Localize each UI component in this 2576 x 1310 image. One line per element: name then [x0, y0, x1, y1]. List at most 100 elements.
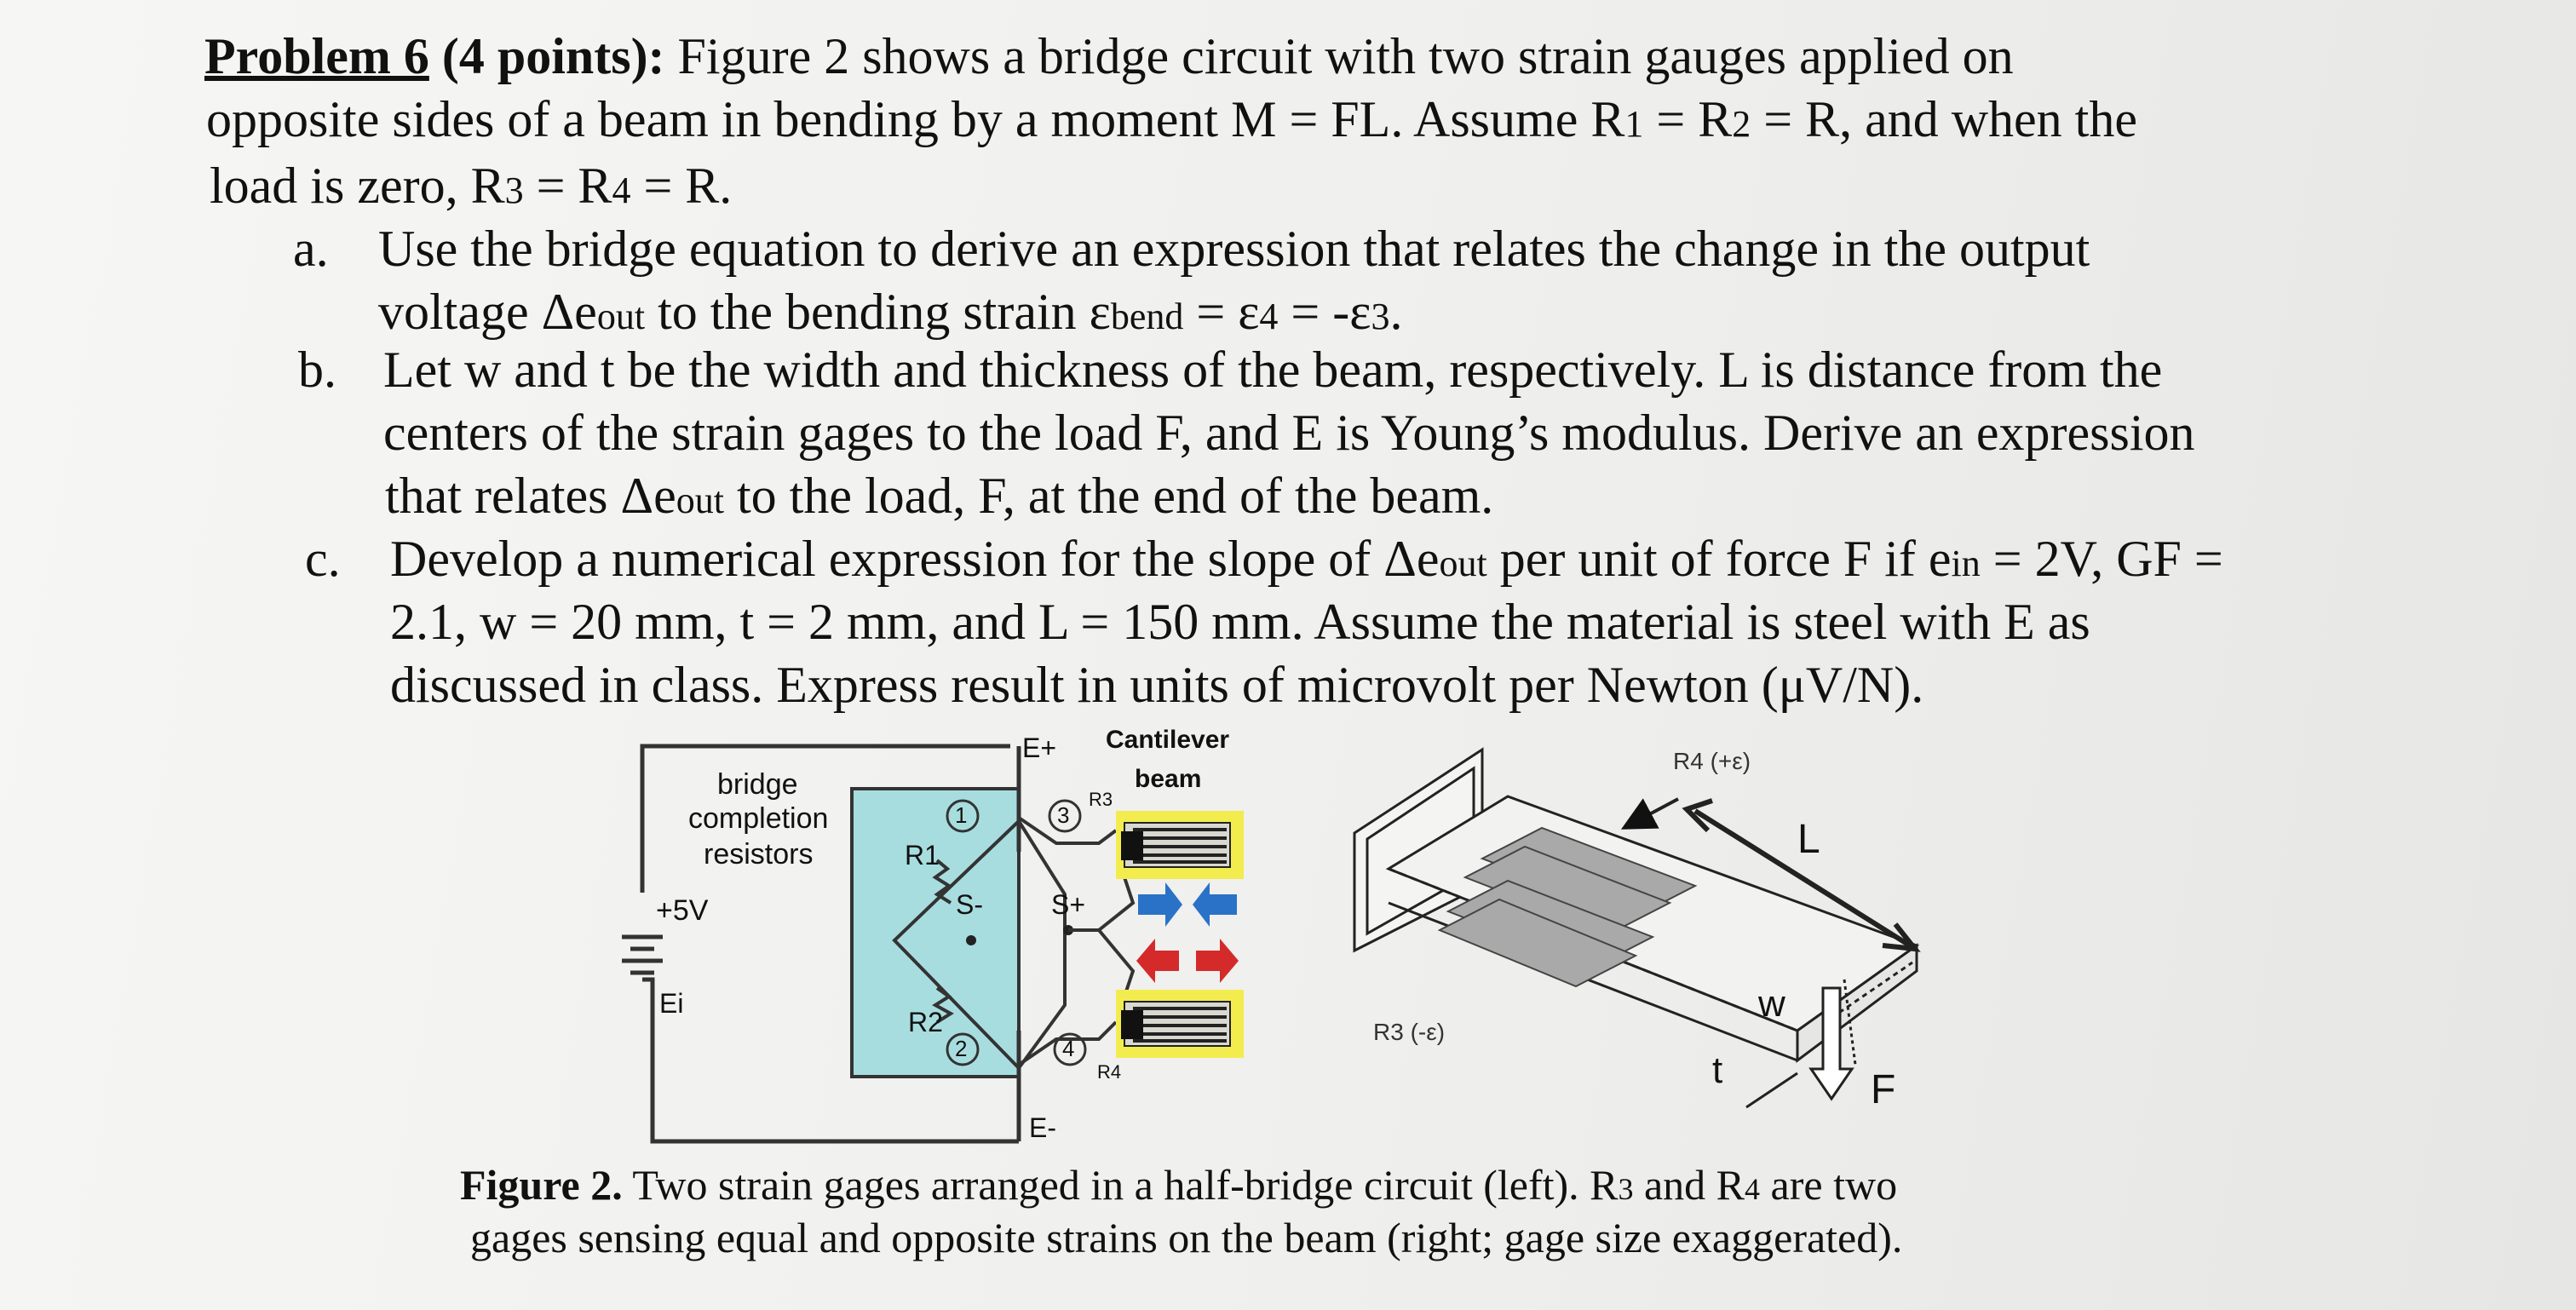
part-b-marker: b. — [298, 342, 336, 398]
label-bridge: bridge — [717, 768, 798, 801]
label-r4: R4 — [1097, 1061, 1122, 1083]
node-4-circle — [1053, 1032, 1087, 1066]
part-b-line-3: that relates Δeout to the load, F, at th… — [385, 470, 1493, 521]
label-supply-voltage: +5V — [656, 894, 709, 927]
subscript: 4 — [1259, 296, 1279, 337]
figure-caption-line-1: Figure 2. Two strain gages arranged in a… — [460, 1163, 1897, 1206]
label-beam: beam — [1135, 765, 1202, 793]
strain-gauge-r3 — [1116, 811, 1244, 879]
problem-points: (4 points): — [441, 28, 665, 84]
part-b-line-3-b: to the load, F, at the end of the beam. — [723, 468, 1494, 524]
circuit-diagram — [622, 744, 1244, 1144]
load-arrow-icon — [1808, 979, 1857, 1101]
part-a-marker: a. — [293, 221, 329, 277]
label-s-plus: S+ — [1051, 889, 1086, 920]
part-b-text: Let w and t be the width and thickness o… — [383, 342, 2163, 398]
part-c-line-1-b: per unit of force F if e — [1486, 531, 1952, 587]
wire-top — [640, 744, 1010, 893]
label-r4-strain: R4 (+ε) — [1673, 748, 1751, 774]
wire-bottom — [642, 977, 1019, 1144]
label-ei: Ei — [659, 988, 684, 1019]
label-node-3: 3 — [1057, 802, 1070, 828]
subscript: 2 — [1732, 103, 1751, 145]
subscript: bend — [1110, 296, 1184, 337]
t-dimension-line — [1745, 1072, 1798, 1109]
problem-line-3-c: = R. — [630, 158, 733, 214]
battery-icon — [622, 934, 663, 975]
part-c-line-1-c: = 2V, GF = — [1980, 531, 2223, 587]
part-b-line-3-a: that relates Δe — [385, 468, 676, 524]
subscript: 1 — [1624, 103, 1644, 145]
part-c-line-2: 2.1, w = 20 mm, t = 2 mm, and L = 150 mm… — [390, 596, 2090, 647]
problem-heading: Problem 6 — [204, 28, 429, 84]
r1-resistor-icon — [932, 859, 952, 905]
bridge-completion-box — [850, 787, 1021, 1078]
subscript: 4 — [1745, 1172, 1761, 1206]
gauge-r3-wire — [1017, 816, 1118, 845]
tension-arrows-icon — [1136, 939, 1239, 983]
part-a-line-1: a. Use the bridge equation to derive an e… — [293, 223, 2090, 274]
problem-line-2-mid: = R — [1643, 91, 1733, 147]
label-r2: R2 — [908, 1007, 943, 1037]
subscript: 4 — [612, 169, 631, 211]
r4-leader — [1620, 797, 1679, 830]
figure-caption-line-2: gages sensing equal and opposite strains… — [470, 1214, 1903, 1261]
label-r3-strain: R3 (-ε) — [1373, 1019, 1446, 1045]
problem-line-3: load is zero, R3 = R4 = R. — [210, 160, 732, 211]
label-cantilever: Cantilever — [1106, 726, 1230, 754]
part-c-line-3: discussed in class. Express result in un… — [390, 659, 1923, 710]
problem-line-3-a: load is zero, R — [210, 158, 505, 214]
bridge-diamond-left — [892, 819, 1021, 1070]
problem-line-3-b: = R — [523, 158, 612, 214]
beam-diagram — [1353, 747, 1921, 1109]
gauge-r3-strips — [1437, 879, 1655, 988]
subscript: out — [676, 480, 724, 521]
label-width: w — [1758, 983, 1785, 1025]
part-b-line-2: centers of the strain gages to the load … — [383, 407, 2195, 458]
bridge-diamond-right — [1017, 819, 1067, 1070]
label-resistors: resistors — [704, 838, 814, 870]
problem-line-1: Problem 6 (4 points): Figure 2 shows a b… — [204, 31, 2014, 82]
subscript: in — [1951, 543, 1981, 584]
label-node-4: 4 — [1062, 1036, 1075, 1061]
node-3-circle — [1048, 799, 1082, 833]
node-2-circle — [946, 1032, 980, 1066]
compression-arrows-icon — [1138, 882, 1237, 927]
node-1-circle — [946, 799, 980, 833]
label-s-minus: S- — [956, 889, 983, 920]
part-c-line-1: c.Develop a numerical expression for the… — [305, 533, 2223, 584]
w-dimension-line — [1831, 961, 1913, 1020]
subscript: 3 — [504, 169, 524, 211]
subscript: out — [596, 296, 646, 337]
part-b-line-1: b. Let w and t be the width and thickness… — [298, 344, 2162, 395]
part-c-line-2-text: 2.1, w = 20 mm, t = 2 mm, and L = 150 mm… — [390, 594, 2090, 650]
part-a-line-2-e: . — [1389, 284, 1403, 340]
problem-line-2: opposite sides of a beam in bending by a… — [206, 94, 2137, 145]
caption-label: Figure 2. — [460, 1161, 623, 1209]
part-a-line-2-a: voltage Δe — [378, 284, 597, 340]
s-minus-node — [966, 935, 976, 945]
part-b-line-2-text: centers of the strain gages to the load … — [383, 405, 2195, 461]
subscript: 3 — [1371, 296, 1390, 337]
label-node-2: 2 — [955, 1036, 968, 1061]
problem-line-2-end: = R, and when the — [1751, 91, 2137, 147]
part-c-marker: c. — [305, 531, 341, 587]
strain-gauge-r4 — [1116, 990, 1244, 1058]
label-length: L — [1797, 817, 1820, 862]
subscript: out — [1439, 543, 1487, 584]
part-a-text: Use the bridge equation to derive an exp… — [378, 221, 2090, 277]
problem-line-2-text: opposite sides of a beam in bending by a… — [206, 91, 1625, 147]
caption-line-1-a: Two strain gages arranged in a half-brid… — [622, 1161, 1619, 1209]
part-a-line-2: voltage Δeout to the bending strain εben… — [378, 286, 1402, 337]
subscript: 3 — [1618, 1172, 1634, 1206]
part-c-line-3-text: discussed in class. Express result in un… — [390, 657, 1924, 713]
label-e-plus: E+ — [1022, 733, 1057, 763]
part-a-line-2-c: = ε — [1183, 284, 1260, 340]
caption-line-1-c: are two — [1760, 1161, 1898, 1209]
label-thickness: t — [1712, 1049, 1723, 1091]
l-dimension-line — [1693, 808, 1914, 950]
label-force: F — [1871, 1067, 1896, 1112]
problem-line-1-text: Figure 2 shows a bridge circuit with two… — [677, 28, 2014, 84]
